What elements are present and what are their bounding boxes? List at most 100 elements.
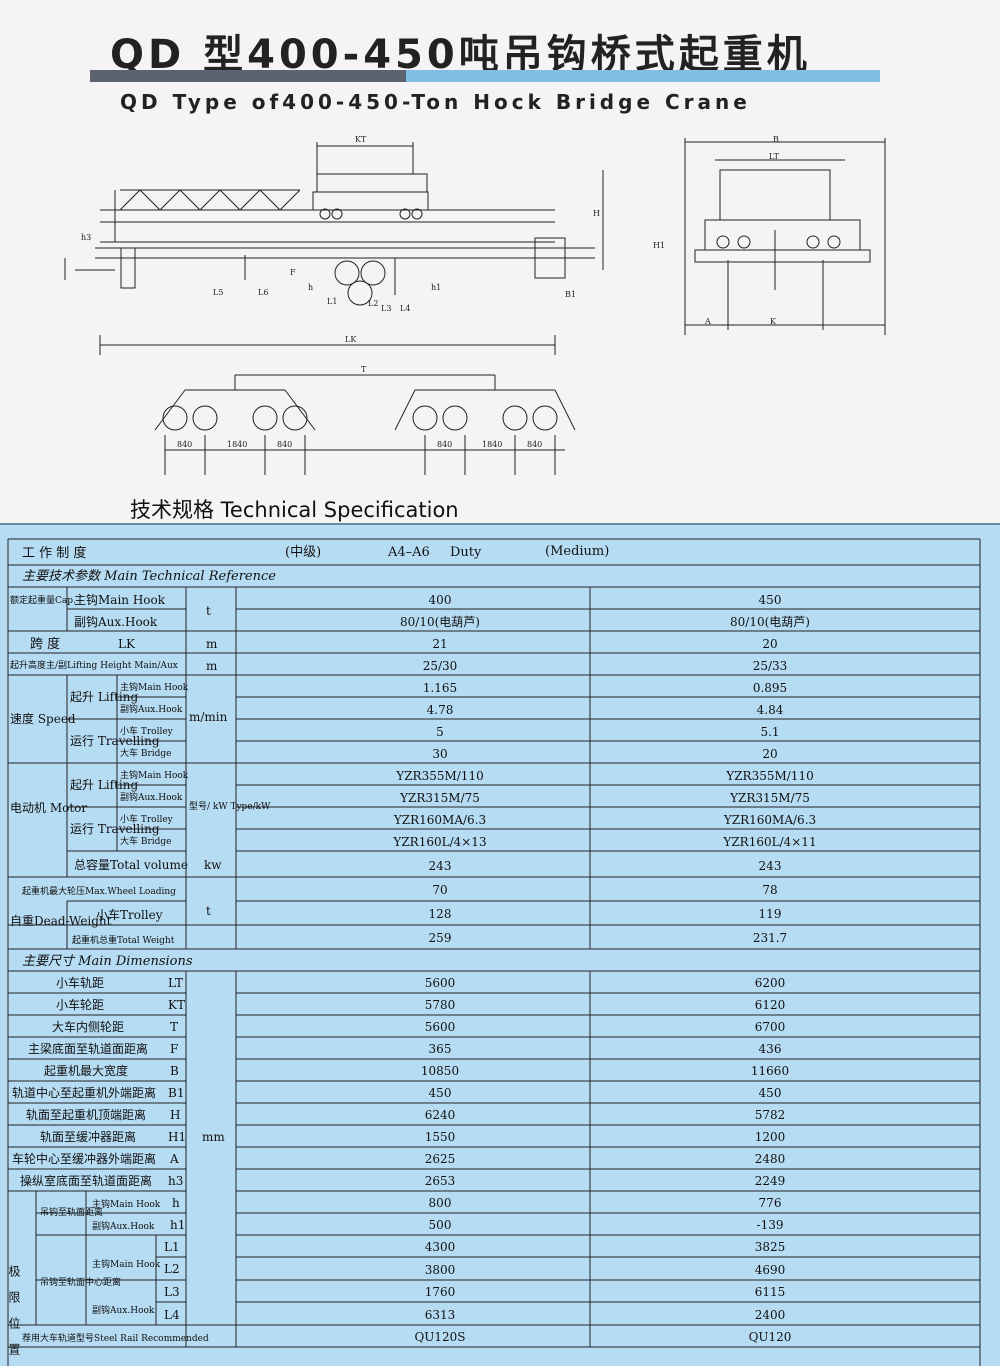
speed-main-hook-label: 主钩Main Hook <box>120 681 189 693</box>
dead-weight-label: 自重Dead-Weight <box>10 914 112 928</box>
spec-text: 工 作 制 度 (中级) A4–A6 Duty (Medium) 主要技术参数 … <box>7 544 609 1366</box>
label-b1: B1 <box>565 290 576 299</box>
value-l1-450: 3825 <box>755 1240 786 1254</box>
value-t-400: 5600 <box>425 1020 456 1034</box>
hook-aux-l-label: 副钩Aux.Hook <box>92 1304 155 1316</box>
value-cap-main-450: 450 <box>759 593 782 607</box>
motor-aux-hook-label: 副钩Aux.Hook <box>120 791 183 803</box>
rail-label: 荐用大车轨道型号Steel Rail Recommended <box>22 1332 209 1344</box>
lift-height-label: 起升高度主/副Lifting Height Main/Aux <box>10 659 178 671</box>
speed-trolley-label: 小车 Trolley <box>120 725 174 737</box>
label-h: H <box>593 209 600 218</box>
value-total-volume-400: 243 <box>429 859 452 873</box>
dim-h-symbol: H <box>170 1108 180 1122</box>
value-speed-bridge-400: 30 <box>432 747 447 761</box>
unit-t-weight: t <box>206 904 211 918</box>
unit-type-kw: 型号/ kW Type/kW <box>189 801 271 812</box>
value-h1-400: 1550 <box>425 1130 456 1144</box>
value-speed-trolley-450: 5.1 <box>760 725 779 739</box>
table-grid-lines <box>7 538 981 1366</box>
label-h1: h1 <box>431 283 441 292</box>
speed-bridge-label: 大车 Bridge <box>120 747 172 759</box>
speed-group-label: 速度 Speed <box>10 711 76 726</box>
cap-group-label: 额定起重量Cap. <box>10 594 76 606</box>
value-total-weight-450: 231.7 <box>753 931 787 945</box>
dim-h-label: 轨面至起重机顶端距离 <box>26 1107 146 1122</box>
hook-center-label: 吊钩至轨面中心距离 <box>40 1276 121 1288</box>
max-wheel-label: 起重机最大轮压Max.Wheel Loading <box>22 885 176 897</box>
value-hook-h-400: 800 <box>429 1196 452 1210</box>
spec-table: 工 作 制 度 (中级) A4–A6 Duty (Medium) 主要技术参数 … <box>0 523 1000 1366</box>
value-hook-h1-450: -139 <box>757 1218 784 1232</box>
label-840-b: 840 <box>277 440 292 449</box>
hook-h-symbol: h <box>172 1196 180 1210</box>
hook-main-h-label: 主钩Main Hook <box>92 1198 161 1210</box>
value-kt-400: 5780 <box>425 998 456 1012</box>
limit-group-label: 极限位置 <box>7 1265 21 1366</box>
dim-f-symbol: F <box>170 1042 178 1056</box>
duty-value-en: Duty <box>450 545 482 560</box>
value-a-450: 2480 <box>755 1152 786 1166</box>
value-hook-h-450: 776 <box>759 1196 782 1210</box>
label-840-a: 840 <box>177 440 192 449</box>
main-reference-header: 主要技术参数 Main Technical Reference <box>22 569 276 584</box>
value-speed-bridge-450: 20 <box>762 747 777 761</box>
value-h3-450: 2249 <box>755 1174 786 1188</box>
dim-b-symbol: B <box>170 1064 179 1078</box>
value-motor-trolley-450: YZR160MA/6.3 <box>723 813 816 827</box>
label-lt: LT <box>769 152 780 161</box>
label-1840-a: 1840 <box>227 440 247 449</box>
dim-lt-label: 小车轨距 <box>56 975 104 990</box>
value-lift-height-400: 25/30 <box>423 659 458 673</box>
value-total-volume-450: 243 <box>759 859 782 873</box>
span-symbol: LK <box>118 637 136 651</box>
value-motor-bridge-450: YZR160L/4×11 <box>722 835 816 849</box>
value-max-wheel-450: 78 <box>762 883 777 897</box>
dead-weight-trolley-label: 小车Trolley <box>96 907 163 922</box>
value-hook-h1-400: 500 <box>429 1218 452 1232</box>
label-h-small: h <box>308 283 313 292</box>
value-speed-aux-400: 4.78 <box>427 703 454 717</box>
value-total-weight-400: 259 <box>429 931 452 945</box>
label-l1: L1 <box>327 297 337 306</box>
value-a-400: 2625 <box>425 1152 456 1166</box>
label-k: K <box>770 317 777 326</box>
value-span-450: 20 <box>762 637 777 651</box>
aux-hook-label: 副钩Aux.Hook <box>74 615 158 629</box>
value-h3-400: 2653 <box>425 1174 456 1188</box>
label-l2: L2 <box>368 299 378 308</box>
value-b-400: 10850 <box>421 1064 459 1078</box>
label-840-c: 840 <box>437 440 452 449</box>
hook-aux-h1-label: 副钩Aux.Hook <box>92 1220 155 1232</box>
dim-b-label: 起重机最大宽度 <box>44 1063 128 1078</box>
label-h3: h3 <box>81 233 91 242</box>
value-b1-400: 450 <box>429 1086 452 1100</box>
unit-m-lift: m <box>206 659 218 673</box>
hook-h1-symbol: h1 <box>170 1218 185 1232</box>
dim-h3-symbol: h3 <box>168 1174 183 1188</box>
wheel-arrangement: T 840 1840 840 840 1840 840 <box>154 365 576 475</box>
value-b-450: 11660 <box>751 1064 789 1078</box>
duty-zh: (中级) <box>285 545 321 560</box>
spec-section-title: 技术规格 Technical Specification <box>130 498 459 522</box>
dim-a-label: 车轮中心至缓冲器外端距离 <box>12 1151 156 1166</box>
hook-main-l-label: 主钩Main Hook <box>92 1258 161 1270</box>
col-450: 450 80/10(电葫芦) 20 25/33 0.895 4.84 5.1 2… <box>722 593 816 1344</box>
label-lk: LK <box>345 335 357 344</box>
duty-value: A4–A6 <box>387 545 430 560</box>
value-kt-450: 6120 <box>755 998 786 1012</box>
speed-travelling-label: 运行 Travelling <box>70 734 160 748</box>
duty-medium: (Medium) <box>545 544 609 559</box>
hook-l1-symbol: L1 <box>164 1240 180 1254</box>
motor-group-label: 电动机 Motor <box>10 801 87 815</box>
label-l6: L6 <box>258 288 268 297</box>
value-speed-aux-450: 4.84 <box>757 703 784 717</box>
value-speed-main-450: 0.895 <box>753 681 787 695</box>
motor-bridge-label: 大车 Bridge <box>120 835 172 847</box>
value-span-400: 21 <box>432 637 447 651</box>
value-rail-450: QU120 <box>749 1330 792 1344</box>
label-t: T <box>361 365 367 374</box>
label-l5: L5 <box>213 288 223 297</box>
motor-lifting-label: 起升 Lifting <box>70 778 138 792</box>
title-underline <box>90 70 880 82</box>
